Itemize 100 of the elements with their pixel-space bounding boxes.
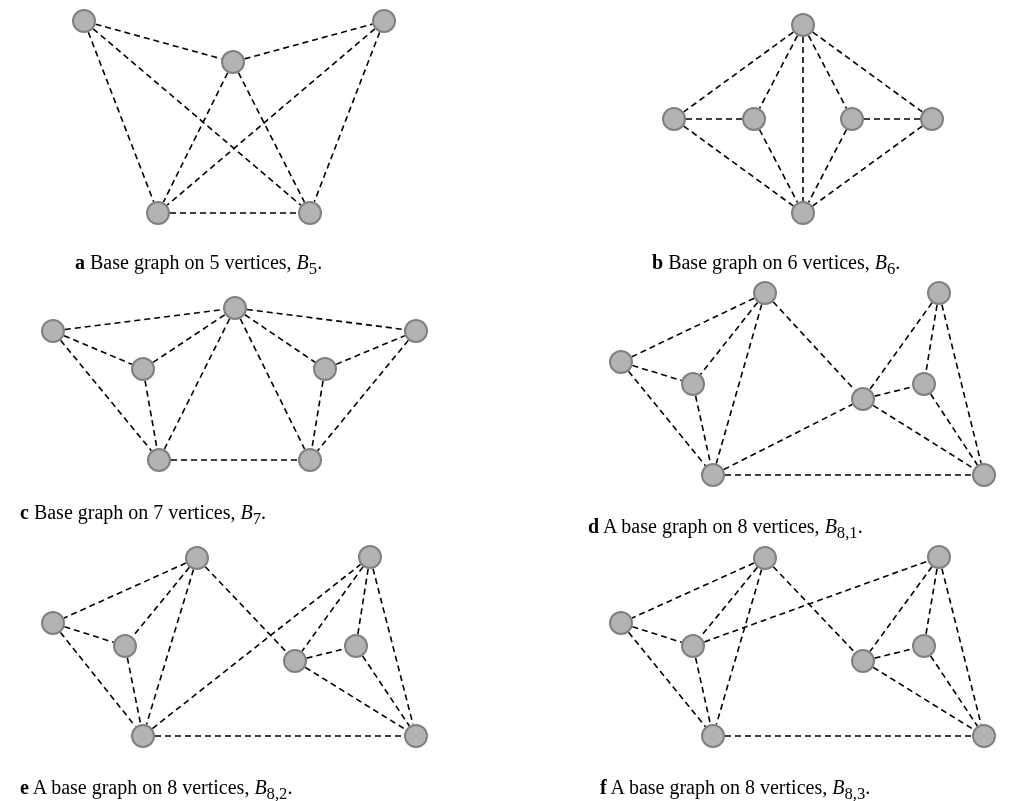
- vertex-circle: [131, 724, 155, 748]
- vertex-circle: [146, 201, 170, 225]
- vertex-circle: [927, 545, 951, 569]
- dashed-edge: [237, 71, 306, 204]
- dashed-edge: [925, 304, 938, 373]
- dashed-edge: [811, 31, 924, 113]
- dashed-edge: [372, 567, 414, 726]
- dashed-edge: [631, 625, 683, 644]
- dashed-edge: [87, 31, 155, 203]
- dashed-edge: [204, 565, 288, 654]
- dashed-edge: [357, 568, 369, 635]
- vertex-circle: [609, 611, 633, 635]
- dashed-edge: [715, 303, 763, 465]
- vertex-circle: [662, 107, 686, 131]
- vertex-circle: [681, 372, 705, 396]
- vertex-circle: [920, 107, 944, 131]
- vertex-circle: [927, 281, 951, 305]
- dashed-edge: [152, 313, 226, 364]
- dashed-edge: [869, 301, 933, 391]
- dashed-edge: [715, 568, 763, 726]
- vertex-circle: [41, 611, 65, 635]
- dashed-edge: [170, 459, 299, 461]
- dashed-edge: [316, 339, 410, 452]
- dashed-edge: [929, 655, 979, 727]
- dashed-edge: [724, 474, 973, 476]
- dashed-edge: [126, 656, 142, 726]
- dashed-edge: [243, 23, 374, 60]
- dashed-edge: [145, 568, 195, 726]
- dashed-edge: [802, 36, 804, 202]
- vertex-circle: [609, 350, 633, 374]
- dashed-edge: [144, 380, 158, 449]
- dashed-edge: [758, 128, 799, 204]
- vertex-circle: [72, 9, 96, 33]
- dashed-edge: [162, 71, 229, 204]
- vertex-circle: [681, 634, 705, 658]
- vertex-circle: [358, 545, 382, 569]
- vertex-circle: [753, 546, 777, 570]
- subfigure-caption: f A base graph on 8 vertices, B$_{8,3}$.: [600, 775, 871, 801]
- vertex-circle: [404, 319, 428, 343]
- vertex-circle: [791, 201, 815, 225]
- vertex-circle: [742, 107, 766, 131]
- dashed-edge: [929, 393, 979, 466]
- vertex-circle: [41, 319, 65, 343]
- dashed-edge: [811, 125, 924, 207]
- dashed-edge: [703, 560, 929, 643]
- vertex-circle: [753, 281, 777, 305]
- dashed-edge: [869, 565, 933, 653]
- vertex-circle: [851, 649, 875, 673]
- dashed-edge: [627, 370, 707, 467]
- subfigure-caption: a Base graph on 5 vertices, B$_{5}$.: [75, 250, 323, 280]
- vertex-circle: [791, 13, 815, 37]
- dashed-edge: [239, 317, 306, 451]
- dashed-edge: [682, 125, 795, 207]
- vertex-circle: [344, 634, 368, 658]
- vertex-circle: [185, 546, 209, 570]
- dashed-edge: [313, 31, 381, 203]
- vertex-circle: [912, 634, 936, 658]
- dashed-edge: [59, 339, 153, 452]
- vertex-circle: [404, 724, 428, 748]
- subfigure-caption: e A base graph on 8 vertices, B$_{8,2}$.: [20, 775, 293, 801]
- vertex-circle: [701, 724, 725, 748]
- subfigure-caption: d A base graph on 8 vertices, B$_{8,1}$.: [588, 514, 863, 544]
- vertex-circle: [223, 296, 247, 320]
- dashed-edge: [872, 666, 975, 731]
- dashed-edge: [724, 735, 973, 737]
- vertex-circle: [298, 201, 322, 225]
- vertex-circle: [912, 372, 936, 396]
- dashed-edge: [631, 297, 755, 358]
- vertex-circle: [972, 463, 996, 487]
- dashed-edge: [631, 364, 683, 382]
- vertex-circle: [147, 448, 171, 472]
- dashed-edge: [699, 301, 759, 376]
- dashed-edge: [166, 27, 376, 207]
- dashed-edge: [941, 303, 982, 465]
- subfigure-caption: c Base graph on 7 vertices, B$_{7}$.: [20, 500, 267, 530]
- dashed-edge: [169, 212, 299, 214]
- vertex-circle: [372, 9, 396, 33]
- dashed-edge: [758, 34, 799, 110]
- dashed-edge: [722, 403, 854, 471]
- dashed-edge: [92, 27, 302, 207]
- dashed-edge: [63, 562, 187, 619]
- dashed-edge: [925, 568, 938, 635]
- vertex-circle: [131, 357, 155, 381]
- dashed-edge: [685, 118, 743, 120]
- dashed-edge: [807, 128, 848, 204]
- subfigure-caption: b Base graph on 6 vertices, B$_{6}$.: [652, 250, 901, 280]
- dashed-edge: [682, 31, 795, 113]
- vertex-circle: [840, 107, 864, 131]
- vertex-circle: [283, 649, 307, 673]
- vertex-circle: [313, 357, 337, 381]
- dashed-edge: [304, 666, 407, 731]
- vertex-circle: [113, 634, 137, 658]
- dashed-edge: [151, 563, 362, 730]
- vertex-circle: [701, 463, 725, 487]
- dashed-edge: [872, 404, 975, 470]
- dashed-edge: [772, 565, 856, 654]
- dashed-edge: [63, 625, 115, 644]
- dashed-edge: [807, 34, 848, 110]
- dashed-edge: [863, 118, 921, 120]
- vertex-circle: [972, 724, 996, 748]
